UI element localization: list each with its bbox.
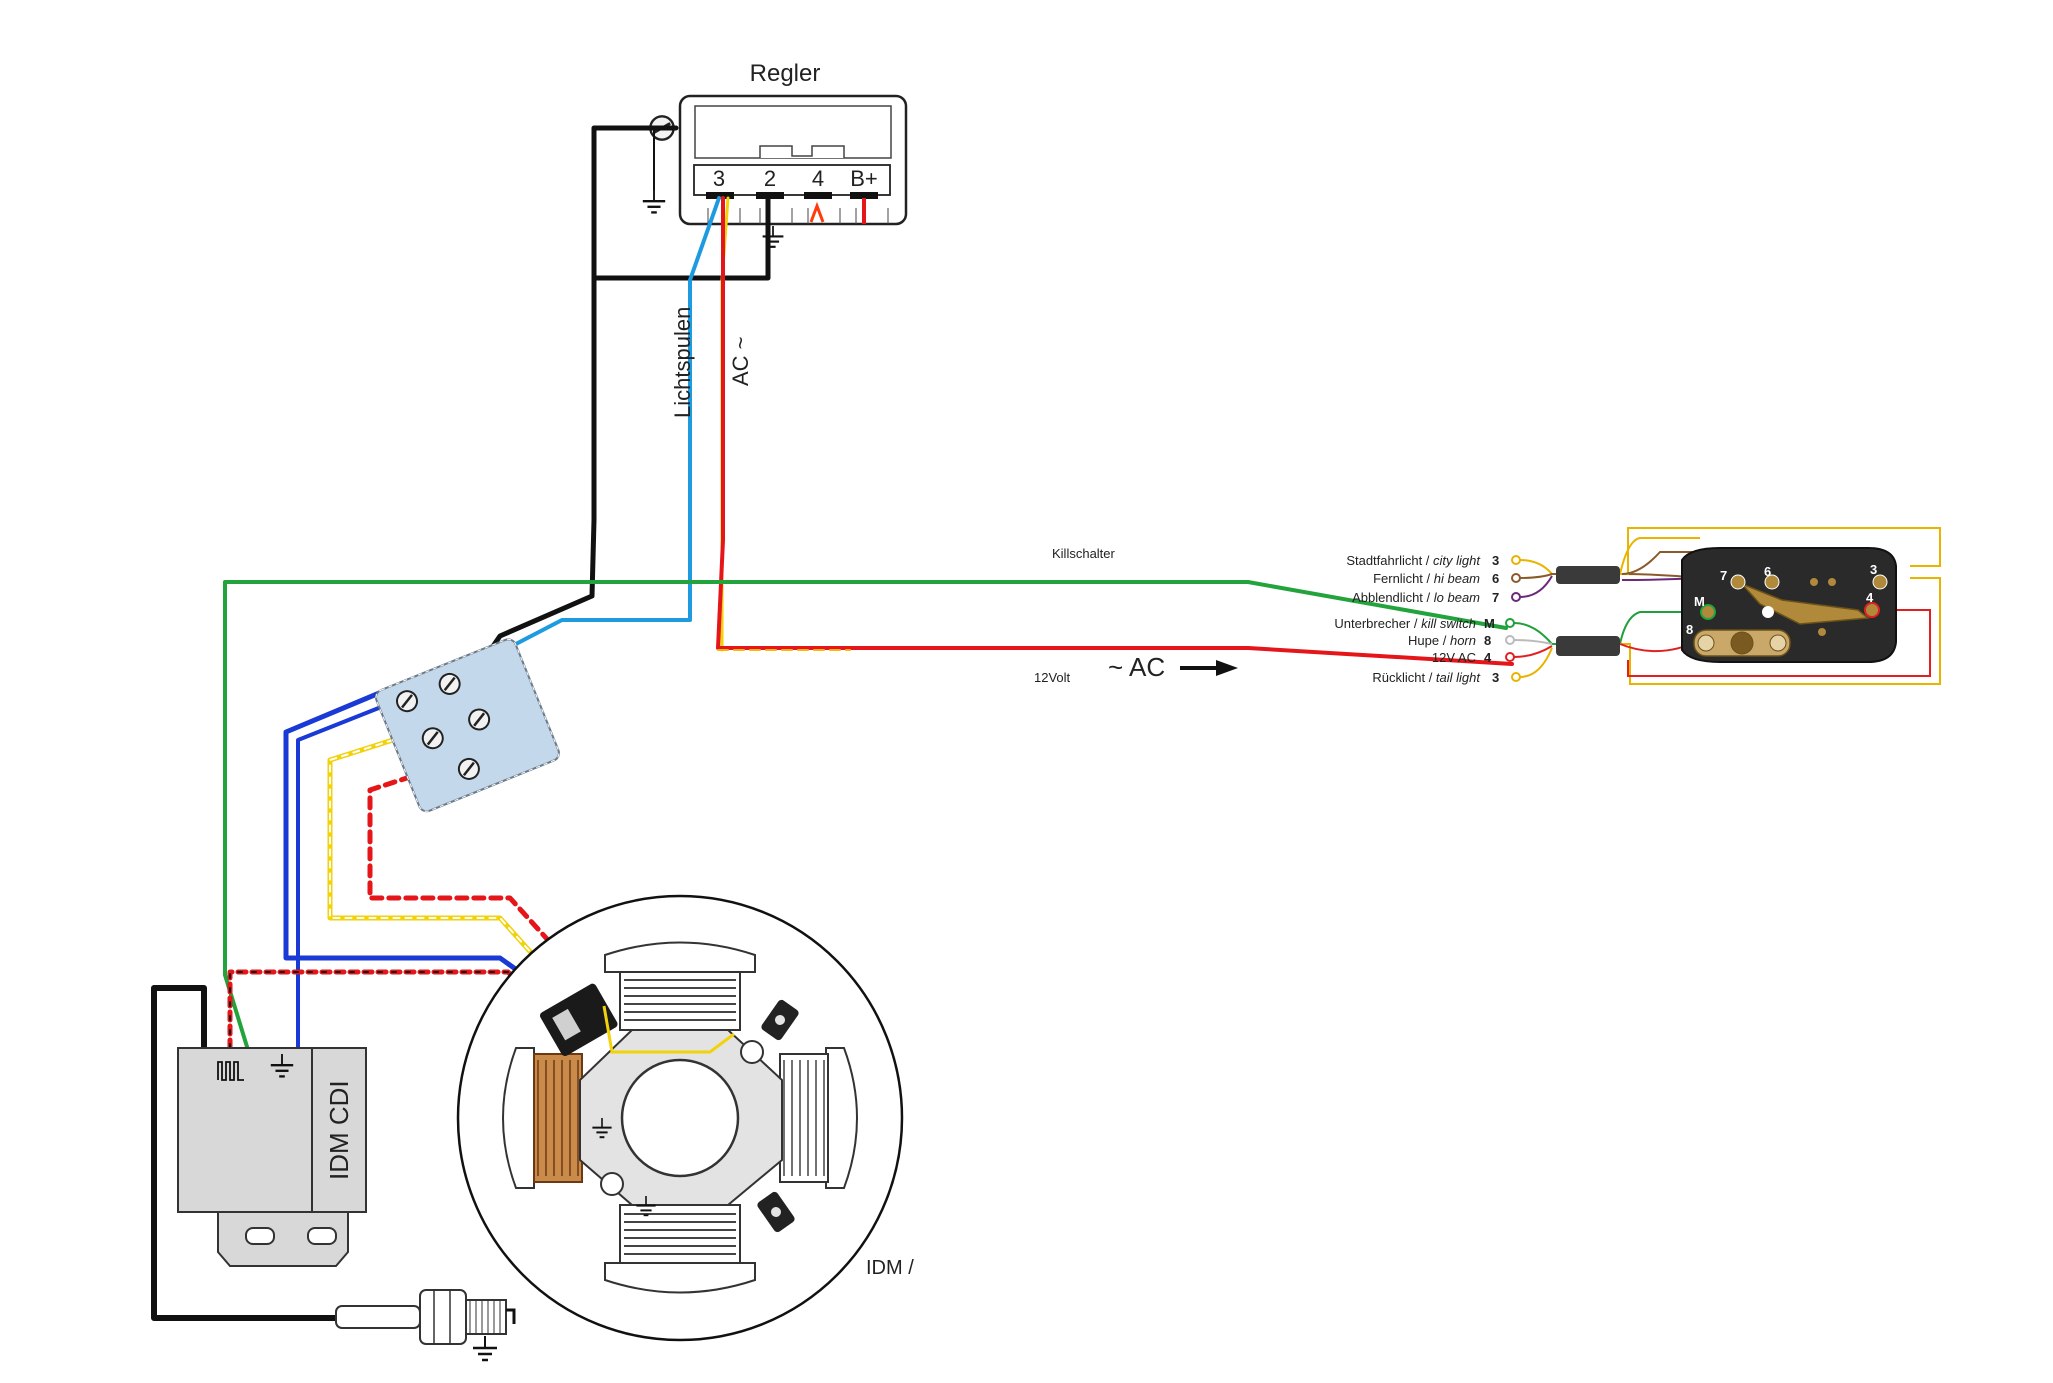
twelve-volt-label: 12Volt: [1034, 670, 1071, 685]
svg-text:3: 3: [1492, 670, 1499, 685]
switch-connector-list: Stadtfahrlicht / city light 3 Fernlicht …: [1334, 553, 1521, 685]
svg-text:Unterbrecher / kill switch: Unterbrecher / kill switch: [1334, 616, 1476, 631]
spark-plug: [335, 1289, 516, 1362]
svg-text:4: 4: [1866, 590, 1874, 605]
svg-text:8: 8: [1686, 622, 1693, 637]
list-item: Unterbrecher / kill switch M: [1334, 616, 1515, 631]
svg-text:M: M: [1484, 616, 1495, 631]
svg-text:Rücklicht / tail light: Rücklicht / tail light: [1372, 670, 1481, 685]
light-coils-label: Lichtspulen: [670, 307, 695, 418]
svg-text:M: M: [1694, 594, 1705, 609]
stator: IDM /: [456, 894, 914, 1342]
ferrule: [1556, 636, 1620, 656]
junction-block: [374, 638, 560, 813]
terminal-bplus-label: B+: [850, 166, 878, 191]
light-switch: 7 6 3 M 4 8: [1681, 547, 1897, 663]
svg-text:7: 7: [1492, 590, 1499, 605]
svg-text:12V AC: 12V AC: [1432, 650, 1476, 665]
cdi-unit: IDM CDI: [177, 1047, 367, 1267]
terminal-3-label: 3: [713, 166, 725, 191]
list-item: Rücklicht / tail light 3: [1372, 670, 1521, 685]
svg-text:4: 4: [1484, 650, 1492, 665]
list-item: Fernlicht / hi beam 6: [1373, 571, 1521, 586]
terminal-4-label: 4: [812, 166, 824, 191]
svg-text:3: 3: [1492, 553, 1499, 568]
arrow-right-icon: [1180, 660, 1238, 676]
cdi-label: IDM CDI: [324, 1080, 354, 1180]
svg-text:3: 3: [1870, 562, 1877, 577]
regulator: Regler 3 2 4 B+: [678, 60, 908, 226]
ac-tilde-label: AC ~: [728, 336, 753, 386]
regulator-title: Regler: [750, 60, 821, 87]
kill-switch-label: Killschalter: [1052, 546, 1116, 561]
ground-icon: [471, 1336, 499, 1362]
ac-arrow-label: ~ AC: [1108, 652, 1165, 682]
pulse-icon: [217, 1061, 244, 1081]
svg-text:8: 8: [1484, 633, 1491, 648]
svg-text:6: 6: [1764, 564, 1771, 579]
list-item: Hupe / horn 8: [1408, 633, 1515, 648]
list-item: Abblendlicht / lo beam 7: [1352, 590, 1521, 605]
stator-label: IDM /: [866, 1257, 914, 1279]
terminal-2-label: 2: [764, 166, 776, 191]
ground-icon: [641, 190, 667, 214]
svg-text:7: 7: [1720, 568, 1727, 583]
svg-text:Abblendlicht / lo beam: Abblendlicht / lo beam: [1352, 590, 1480, 605]
svg-text:Fernlicht / hi beam: Fernlicht / hi beam: [1373, 571, 1480, 586]
svg-text:Stadtfahrlicht / city light: Stadtfahrlicht / city light: [1346, 553, 1481, 568]
svg-text:6: 6: [1492, 571, 1499, 586]
ferrule: [1556, 566, 1620, 584]
regulator-terminals: 3 2 4 B+: [713, 166, 878, 191]
list-item: Stadtfahrlicht / city light 3: [1346, 553, 1521, 568]
svg-text:Hupe / horn: Hupe / horn: [1408, 633, 1476, 648]
switch-pin-labels: 7 6 3 M 4 8: [1686, 562, 1877, 637]
regulator-ground-screw: [641, 114, 676, 214]
